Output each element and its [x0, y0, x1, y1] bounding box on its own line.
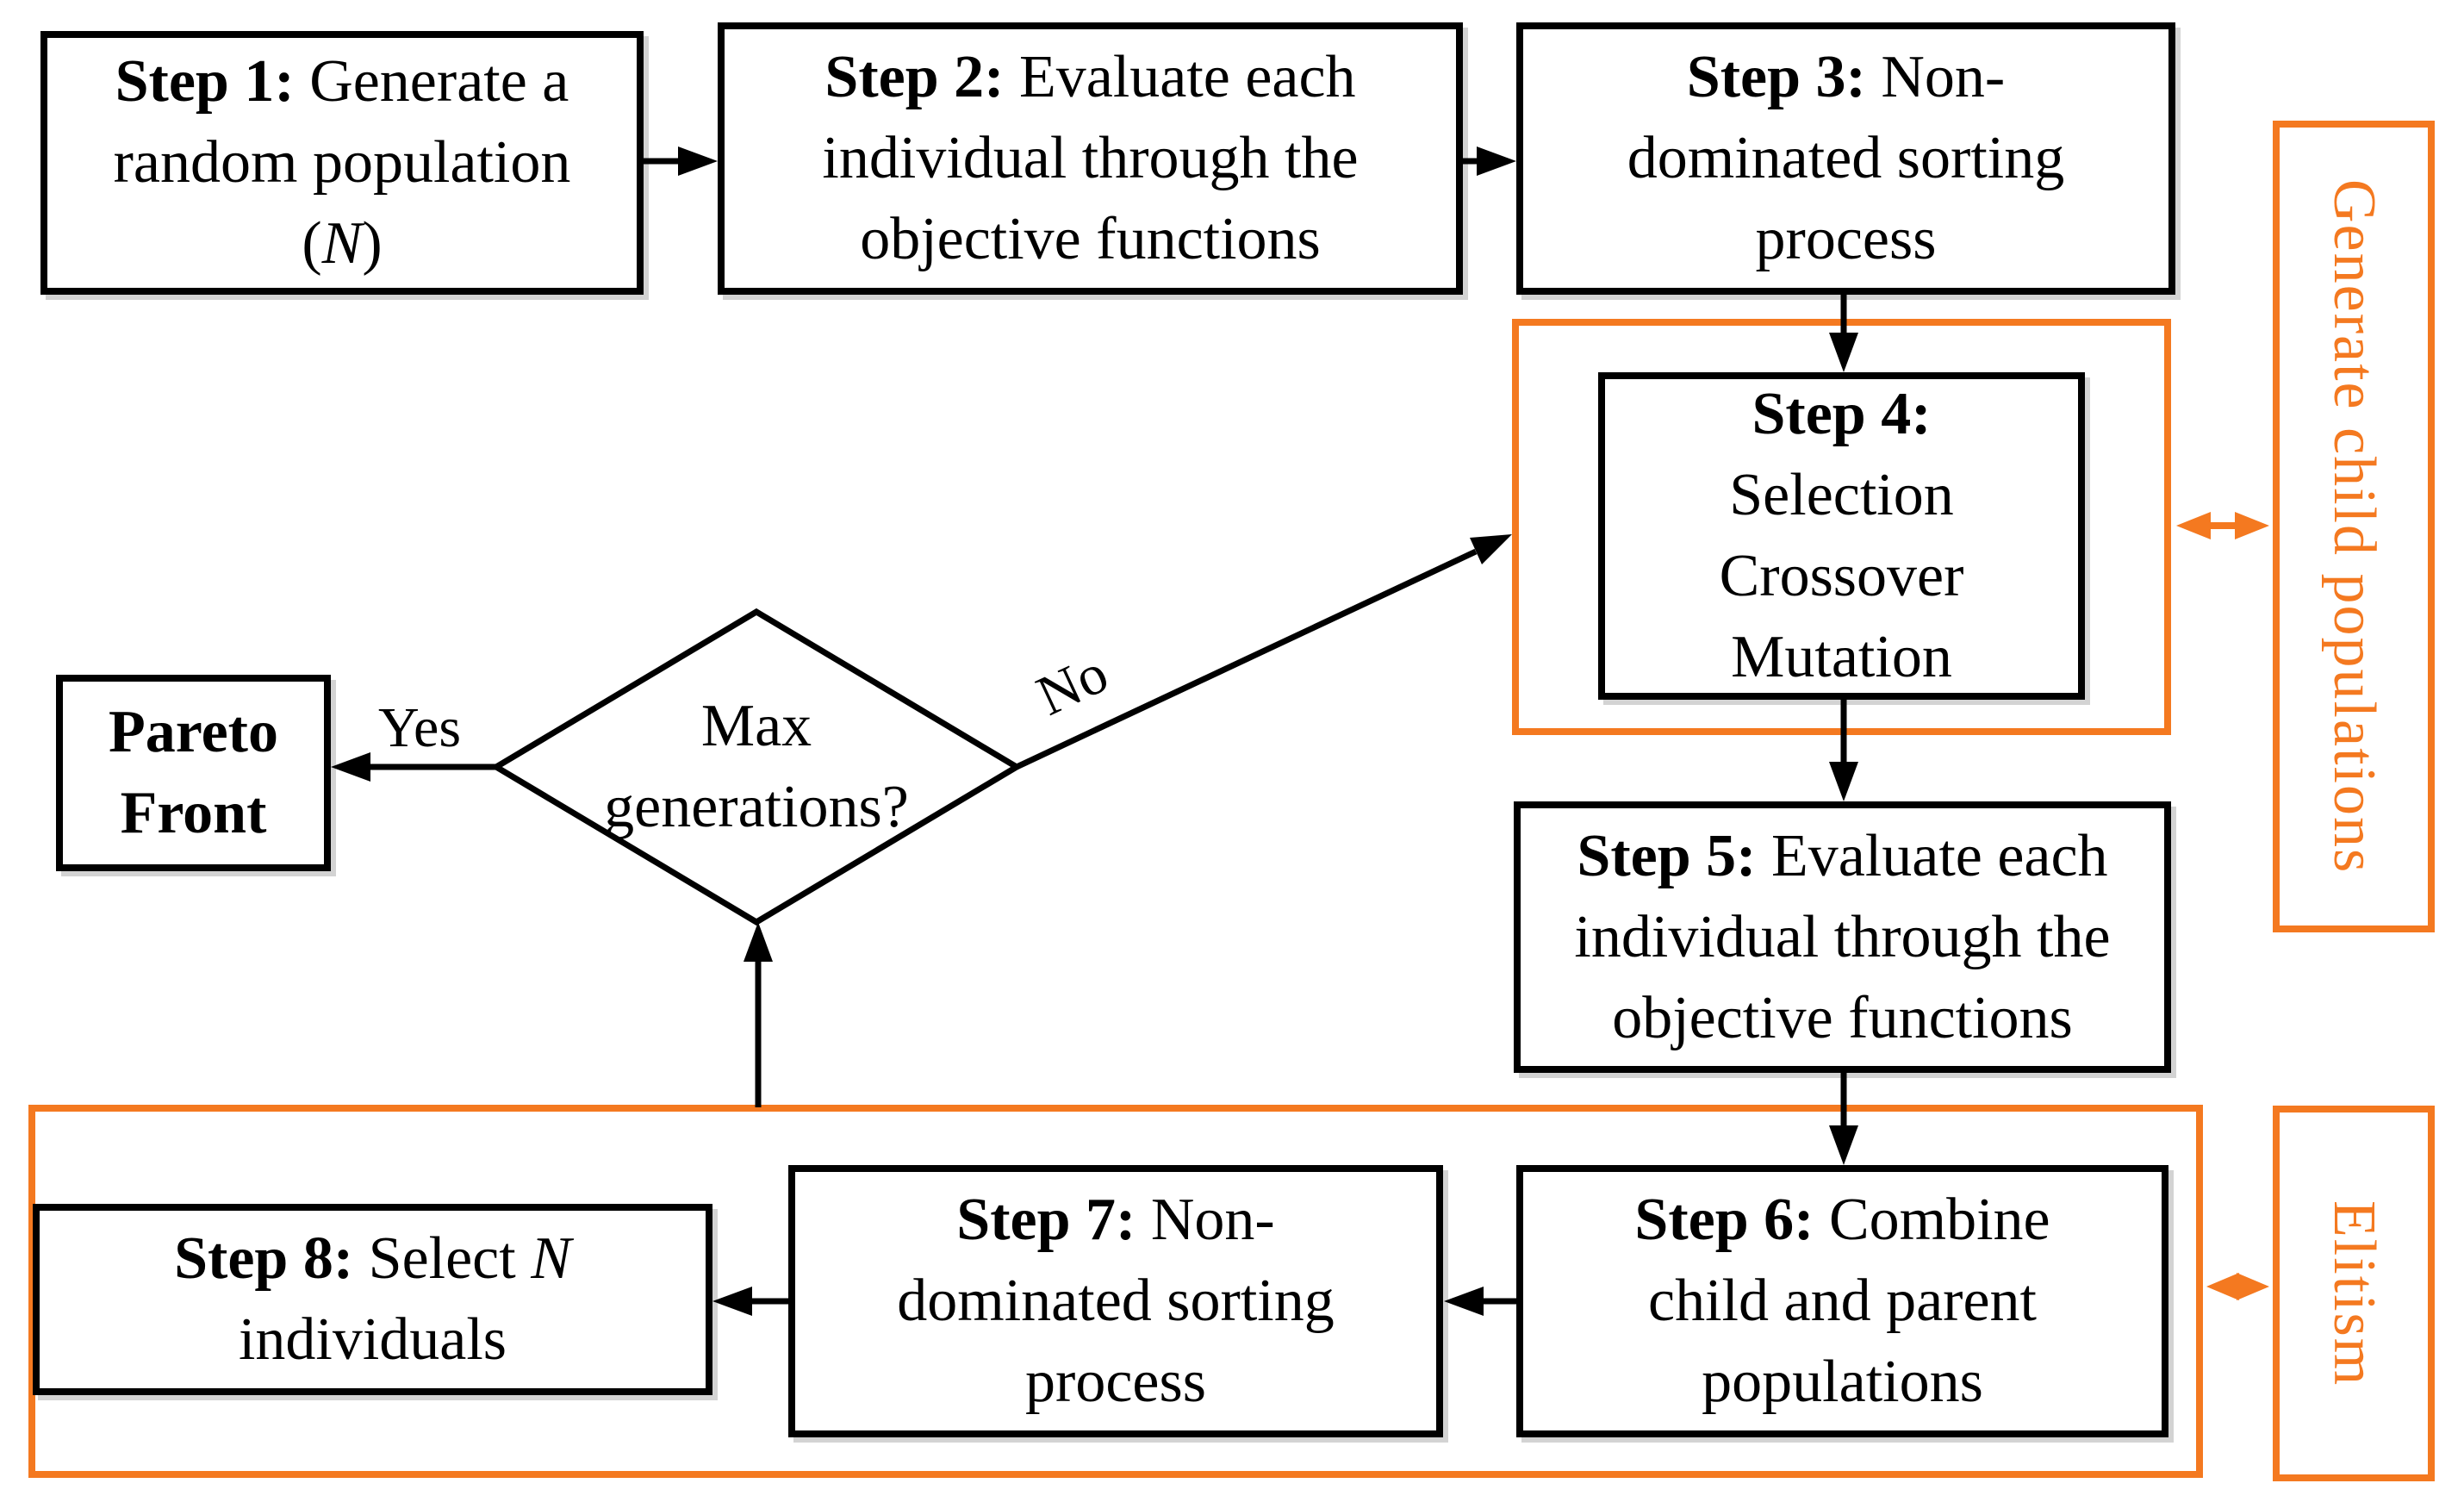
step2-box: Step 2: Evaluate each individual through…	[718, 22, 1463, 295]
step1-text: Step 1: Generate a random population (N)	[101, 41, 583, 284]
step3-text: Step 3: Non-dominated sorting process	[1575, 37, 2118, 280]
step8-text: Step 8: Select N individuals	[115, 1218, 632, 1380]
step7-body: Non-dominated sorting process	[897, 1187, 1335, 1415]
step4-line3: Mutation	[1731, 624, 1952, 690]
step5-text: Step 5: Evaluate each individual through…	[1546, 816, 2140, 1059]
step2-label: Step 2:	[824, 44, 1005, 110]
step7-label: Step 7:	[956, 1187, 1136, 1253]
step1-body-post: )	[362, 210, 383, 277]
step3-body: Non-dominated sorting process	[1627, 44, 2065, 272]
step7-box: Step 7: Non-dominated sorting process	[788, 1165, 1443, 1437]
step3-box: Step 3: Non-dominated sorting process	[1516, 22, 2175, 295]
max-generations-text: Max generations?	[604, 693, 909, 840]
step6-label: Step 6:	[1634, 1187, 1814, 1253]
step5-label: Step 5:	[1577, 822, 1757, 889]
step6-body: Combine child and parent populations	[1648, 1187, 2050, 1415]
step7-text: Step 7: Non-dominated sorting process	[844, 1180, 1387, 1423]
yes-edge-label: Yes	[377, 696, 462, 759]
elitism-label-box: Elitism	[2273, 1106, 2435, 1481]
step1-body-italic: N	[321, 210, 363, 277]
double-arrow-generate-child	[2176, 512, 2269, 539]
step1-body-pre: Generate a random population (	[113, 48, 571, 277]
arrow-loop-to-diamond	[744, 922, 773, 1107]
pareto-front-box: Pareto Front	[56, 675, 331, 871]
generate-child-populations-label-box: Generate child populations	[2273, 121, 2435, 932]
step6-box: Step 6: Combine child and parent populat…	[1516, 1165, 2168, 1437]
step1-label: Step 1:	[115, 48, 295, 115]
step5-box: Step 5: Evaluate each individual through…	[1514, 801, 2171, 1073]
elitism-label: Elitism	[2321, 1200, 2387, 1387]
step5-body: Evaluate each individual through the obj…	[1574, 822, 2111, 1051]
max-generations-text-wrap: Max generations?	[541, 612, 972, 922]
step2-body: Evaluate each individual through the obj…	[822, 44, 1359, 272]
arrow-step2-to-step3	[1463, 146, 1516, 176]
step4-label: Step 4:	[1752, 381, 1932, 447]
no-edge-label: No	[1027, 641, 1117, 728]
step4-box: Step 4: Selection Crossover Mutation	[1598, 372, 2085, 700]
step8-body-pre: Select	[353, 1225, 532, 1292]
step4-line2: Crossover	[1719, 543, 1964, 609]
step4-text: Step 4: Selection Crossover Mutation	[1720, 374, 1964, 698]
pareto-front-text: Pareto Front	[109, 699, 278, 846]
step3-label: Step 3:	[1686, 44, 1866, 110]
step2-text: Step 2: Evaluate each individual through…	[793, 37, 1388, 280]
step8-body-italic: N	[531, 1225, 571, 1292]
step1-box: Step 1: Generate a random population (N)	[40, 31, 644, 295]
step8-box: Step 8: Select N individuals	[33, 1204, 712, 1395]
step8-label: Step 8:	[174, 1225, 354, 1292]
double-arrow-elitism	[2206, 1273, 2269, 1300]
step6-text: Step 6: Combine child and parent populat…	[1597, 1180, 2088, 1423]
elitism-group-outline	[28, 1105, 2203, 1478]
step4-line1: Selection	[1729, 462, 1954, 528]
step8-body-post: individuals	[238, 1306, 507, 1373]
generate-child-populations-label: Generate child populations	[2321, 178, 2387, 875]
arrow-step1-to-step2	[644, 146, 718, 176]
